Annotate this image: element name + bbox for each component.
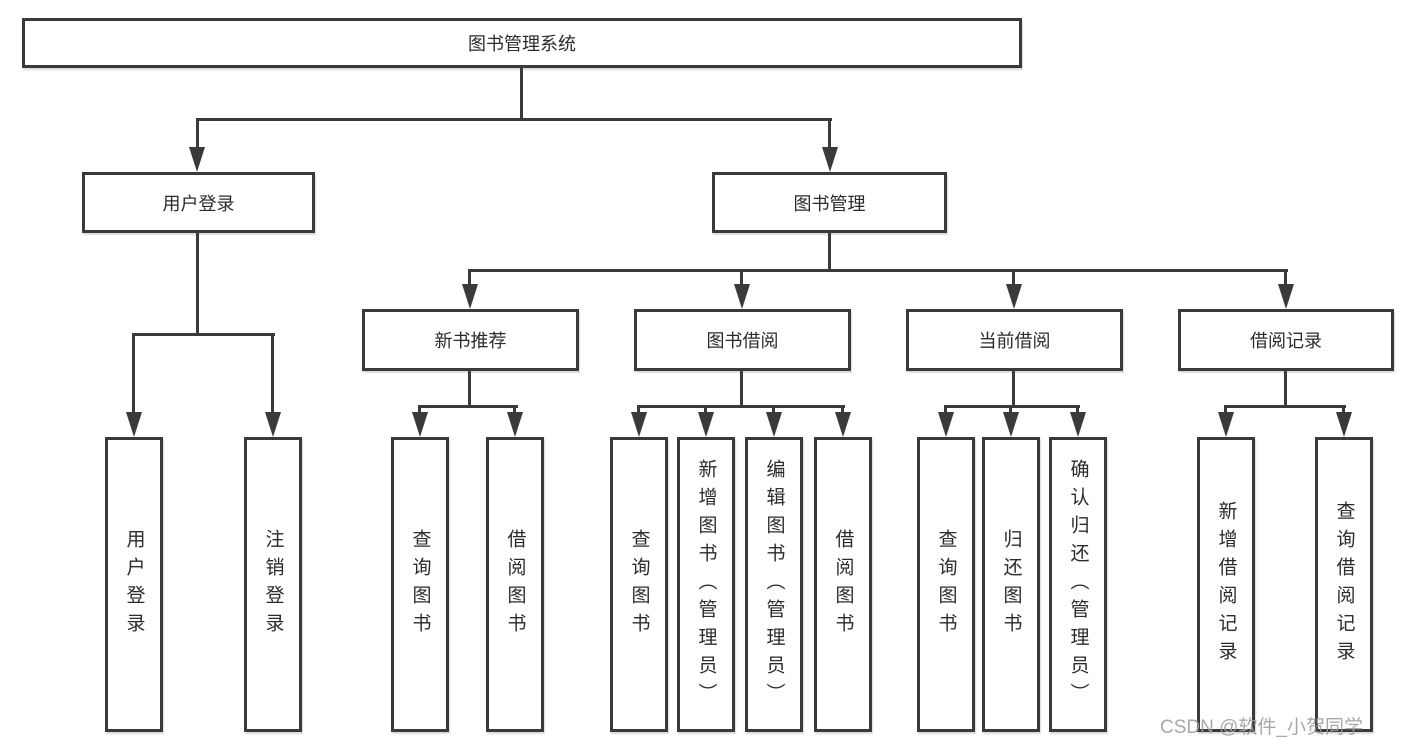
arrow-line	[944, 407, 947, 415]
connector-vline	[1284, 371, 1287, 407]
leaf-label: 用户登录	[123, 528, 145, 641]
leaf-label: 借阅图书	[504, 528, 526, 641]
arrow-down-icon	[1003, 412, 1019, 437]
connector-hline	[418, 405, 518, 408]
node-user-login: 用户登录	[82, 172, 315, 233]
leaf-label: 新增图书（管理员）	[695, 458, 717, 711]
leaf-label: 查询图书	[935, 528, 957, 641]
node-new-book-recommend: 新书推荐	[362, 309, 579, 371]
leaf-label: 归还图书	[1000, 528, 1022, 641]
arrow-line	[271, 336, 274, 414]
connector-hline	[1224, 405, 1346, 408]
leaf-label: 确认归还（管理员）	[1067, 458, 1089, 711]
connector-hline	[468, 269, 1288, 272]
node-book-management: 图书管理	[712, 172, 947, 233]
arrow-down-icon	[938, 412, 954, 437]
leaf-label: 查询借阅记录	[1333, 500, 1355, 669]
leaf-return-book: 归还图书	[982, 437, 1040, 732]
arrow-down-icon	[412, 412, 428, 437]
arrow-down-icon	[822, 147, 838, 172]
leaf-label: 查询图书	[628, 528, 650, 641]
arrow-line	[513, 407, 516, 415]
arrow-line	[1284, 272, 1287, 286]
leaf-label: 借阅图书	[832, 528, 854, 641]
arrow-down-icon	[126, 412, 142, 437]
node-library-management-system: 图书管理系统	[22, 18, 1022, 68]
arrow-down-icon	[698, 412, 714, 437]
leaf-edit-book-admin: 编辑图书（管理员）	[745, 437, 803, 732]
leaf-label: 注销登录	[262, 528, 284, 641]
leaf-user-login: 用户登录	[105, 437, 163, 732]
arrow-down-icon	[766, 412, 782, 437]
leaf-add-book-admin: 新增图书（管理员）	[677, 437, 735, 732]
arrow-down-icon	[1278, 284, 1294, 309]
connector-vline	[468, 371, 471, 407]
leaf-borrow-books-recommend: 借阅图书	[486, 437, 544, 732]
arrow-line	[841, 407, 844, 415]
arrow-down-icon	[734, 284, 750, 309]
connector-vline	[740, 371, 743, 407]
connector-vline	[196, 233, 199, 336]
connector-hline	[196, 118, 832, 121]
leaf-borrow-books: 借阅图书	[814, 437, 872, 732]
arrow-down-icon	[265, 412, 281, 437]
arrow-line	[1009, 407, 1012, 415]
arrow-line	[1224, 407, 1227, 415]
leaf-query-books-current: 查询图书	[917, 437, 975, 732]
leaf-confirm-return-admin: 确认归还（管理员）	[1049, 437, 1107, 732]
arrow-line	[704, 407, 707, 415]
arrow-line	[637, 407, 640, 415]
leaf-label: 编辑图书（管理员）	[763, 458, 785, 711]
arrow-line	[468, 272, 471, 286]
arrow-line	[828, 120, 831, 149]
leaf-label: 新增借阅记录	[1215, 500, 1237, 669]
connector-hline	[132, 333, 275, 336]
node-book-borrow: 图书借阅	[634, 309, 851, 371]
connector-hline	[637, 405, 845, 408]
arrow-down-icon	[835, 412, 851, 437]
arrow-down-icon	[462, 284, 478, 309]
connector-vline	[520, 68, 523, 120]
leaf-logout: 注销登录	[244, 437, 302, 732]
node-borrow-record: 借阅记录	[1178, 309, 1394, 371]
arrow-line	[196, 120, 199, 149]
arrow-down-icon	[1006, 284, 1022, 309]
watermark: CSDN @软件_小贺同学	[1160, 717, 1363, 738]
arrow-down-icon	[507, 412, 523, 437]
arrow-line	[1342, 407, 1345, 415]
leaf-add-borrow-record: 新增借阅记录	[1197, 437, 1255, 732]
arrow-line	[132, 336, 135, 414]
leaf-query-borrow-record: 查询借阅记录	[1315, 437, 1373, 732]
arrow-down-icon	[189, 147, 205, 172]
arrow-line	[1012, 272, 1015, 286]
connector-hline	[944, 405, 1080, 408]
arrow-line	[772, 407, 775, 415]
arrow-line	[740, 272, 743, 286]
node-current-borrow: 当前借阅	[906, 309, 1123, 371]
arrow-line	[418, 407, 421, 415]
leaf-query-books-borrow: 查询图书	[610, 437, 668, 732]
arrow-down-icon	[631, 412, 647, 437]
connector-vline	[1012, 371, 1015, 407]
arrow-down-icon	[1070, 412, 1086, 437]
leaf-query-books-recommend: 查询图书	[391, 437, 449, 732]
arrow-down-icon	[1218, 412, 1234, 437]
arrow-line	[1076, 407, 1079, 415]
leaf-label: 查询图书	[409, 528, 431, 641]
arrow-down-icon	[1336, 412, 1352, 437]
connector-vline	[828, 233, 831, 272]
